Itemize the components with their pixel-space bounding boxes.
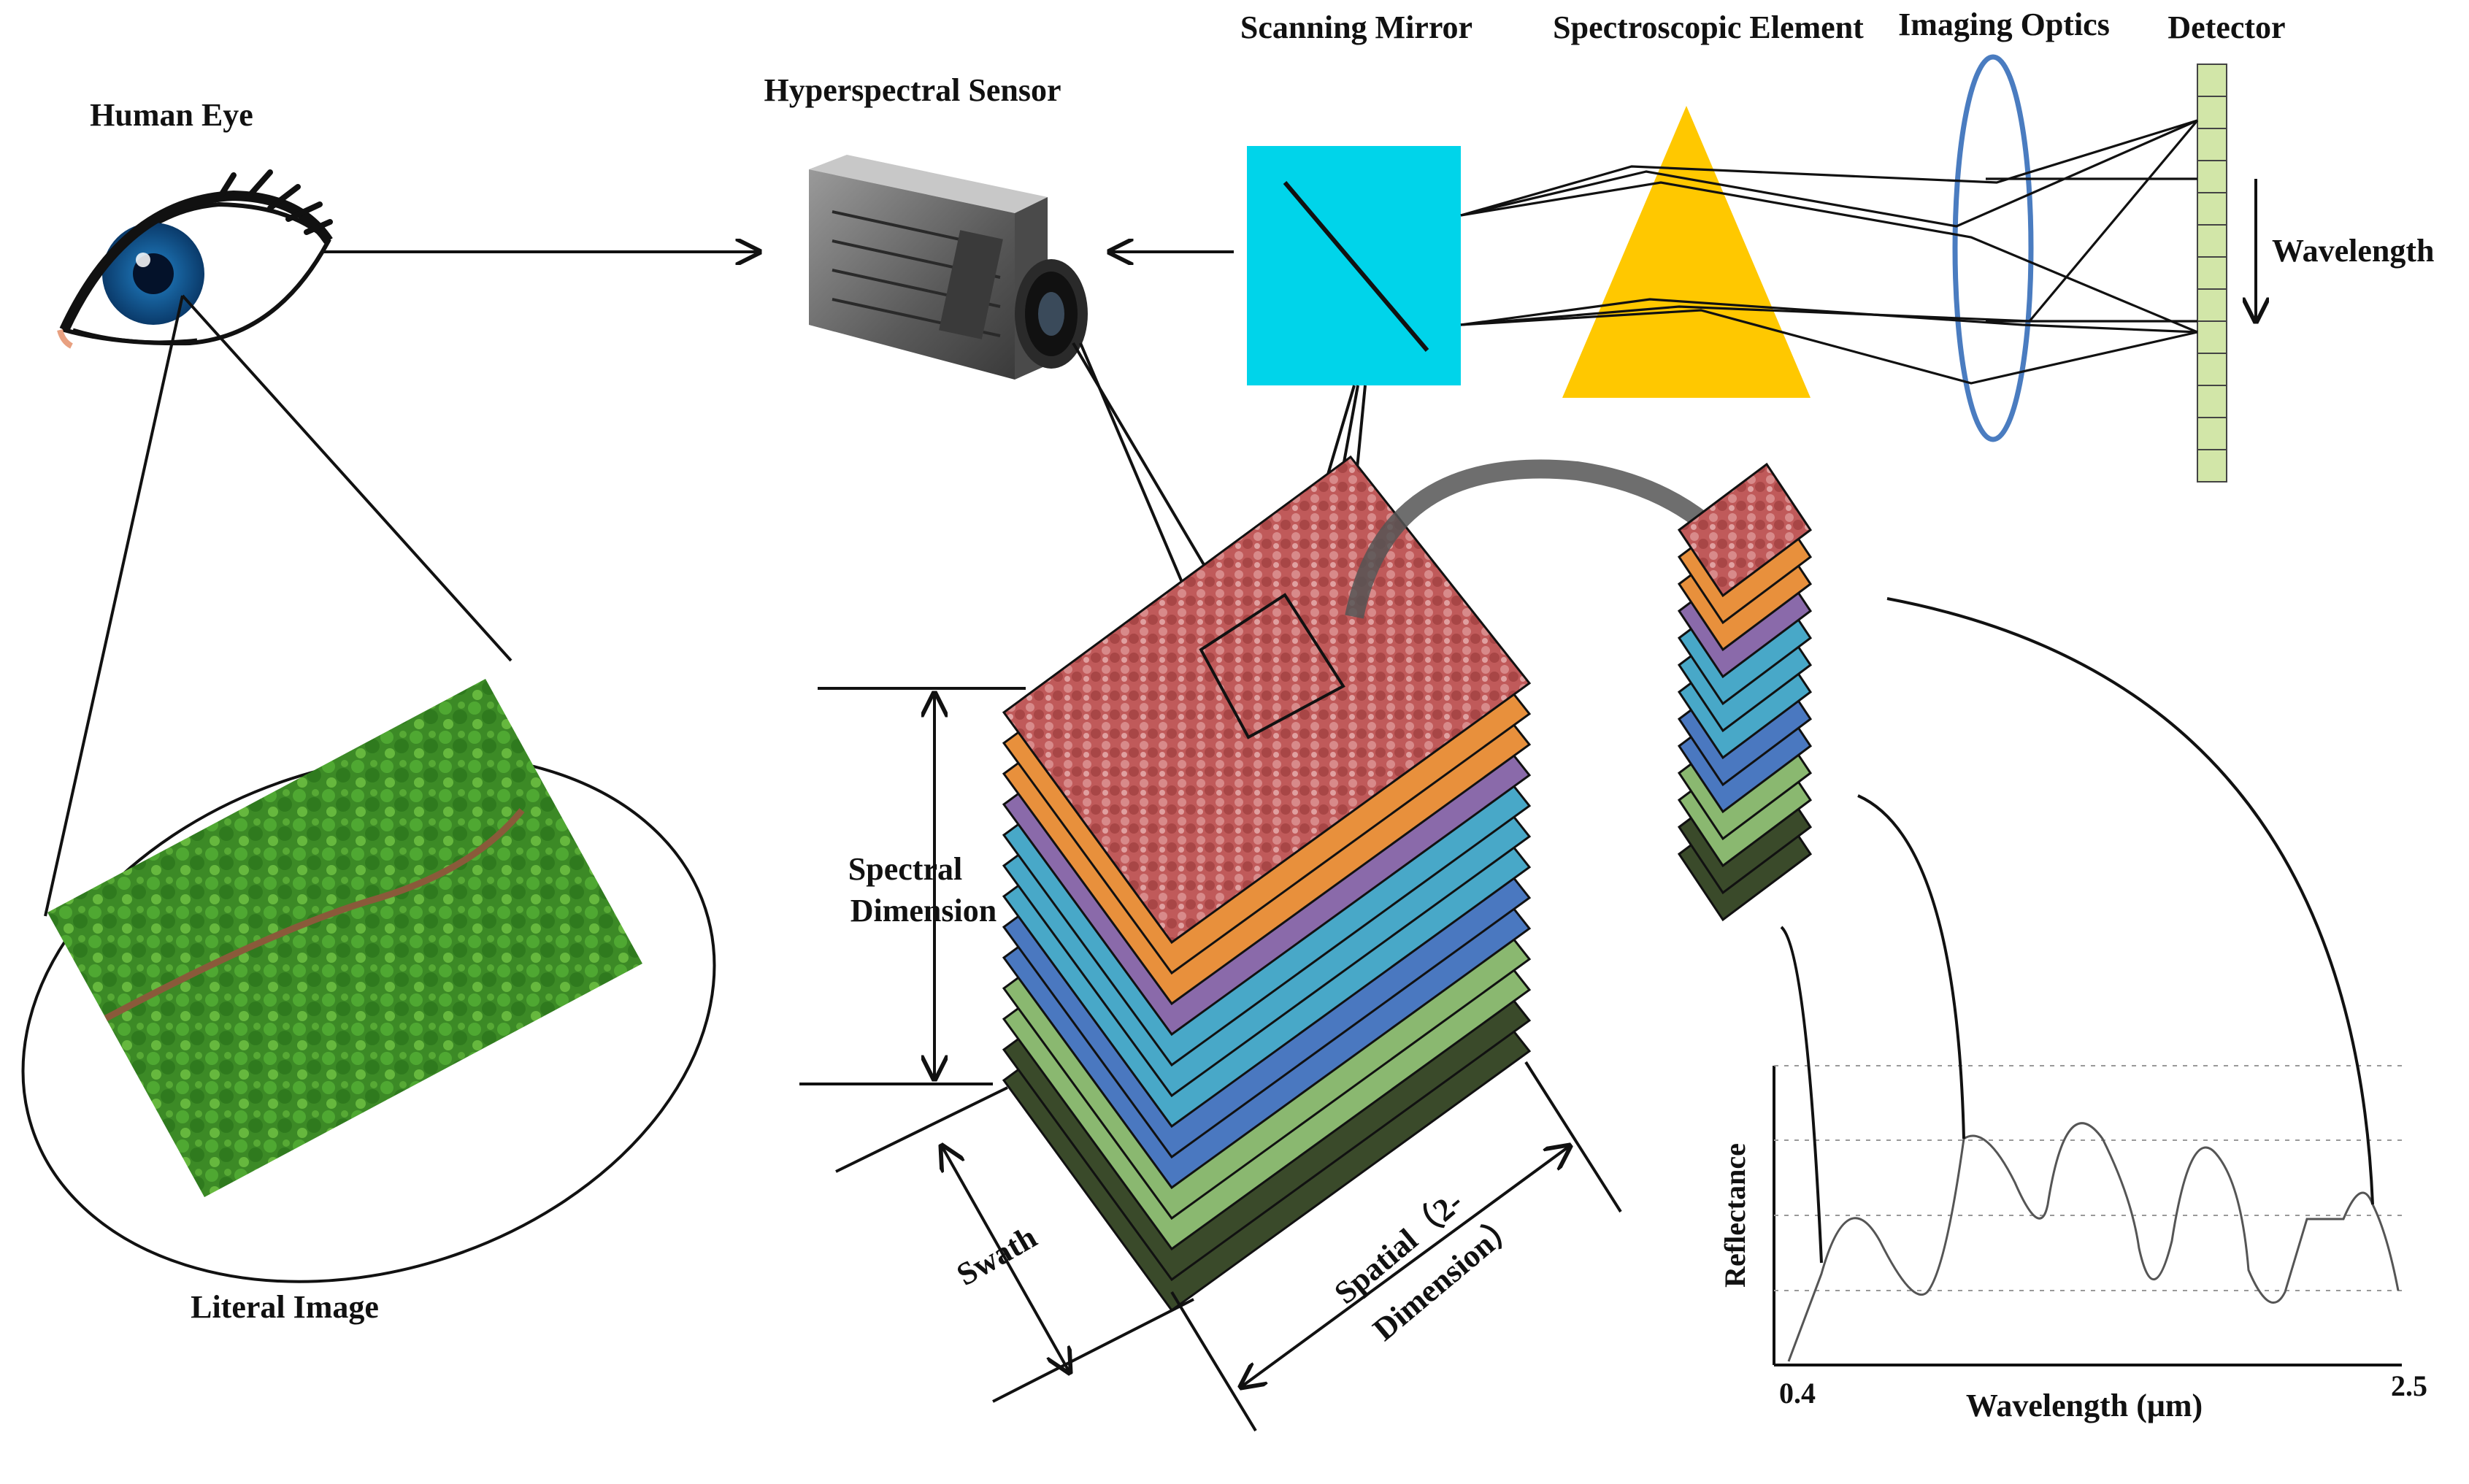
scan-region-box <box>1199 593 1345 739</box>
chart-xlabel: Wavelength (μm) <box>1966 1388 2203 1423</box>
label-scanning-mirror: Scanning Mirror <box>1240 9 1472 45</box>
pixel-spectrum-stack <box>1677 462 1813 922</box>
detector-cell <box>2197 224 2227 258</box>
chart-x-max-label: 2.5 <box>2391 1369 2427 1402</box>
chart-x-min-label: 0.4 <box>1779 1377 1816 1410</box>
detector-cell <box>2197 128 2227 161</box>
detector-cell <box>2197 353 2227 386</box>
dimension-lines <box>799 687 1622 1432</box>
cube-top-layer <box>1002 455 1532 945</box>
detector-cell <box>2197 385 2227 418</box>
transfer-arrow <box>1345 459 1745 619</box>
human-eye-icon <box>57 169 333 349</box>
detector-array <box>2197 64 2227 483</box>
label-hyperspectral-sensor: Hyperspectral Sensor <box>764 72 1061 108</box>
spectroscopic-prism <box>1562 106 1811 398</box>
spectrum-link-curves <box>1780 597 2374 1264</box>
forest-photo <box>47 679 642 1197</box>
detector-cell <box>2197 160 2227 193</box>
detector-cell <box>2197 64 2227 97</box>
imaging-optics-lens <box>1952 54 2034 442</box>
label-literal-image: Literal Image <box>191 1289 379 1325</box>
light-rays <box>1460 119 2199 385</box>
cube-top-layer <box>1677 462 1813 598</box>
detector-cell <box>2197 96 2227 129</box>
detector-cell <box>2197 320 2227 354</box>
label-detector: Detector <box>2167 9 2285 45</box>
scanning-mirror <box>1247 146 1461 385</box>
detector-cell <box>2197 192 2227 226</box>
label-spectral-dimension-1: Spectral <box>848 851 962 887</box>
reflectance-spectrum-chart <box>1773 1065 2402 1366</box>
label-human-eye: Human Eye <box>90 97 253 133</box>
label-imaging-optics: Imaging Optics <box>1898 7 2110 42</box>
detector-cell <box>2197 449 2227 483</box>
reflectance-curve <box>1787 1122 2400 1362</box>
detector-cell <box>2197 288 2227 322</box>
literal-image-view <box>21 679 716 1283</box>
label-spectroscopic-element: Spectroscopic Element <box>1553 9 1864 45</box>
chart-ylabel: Reflectance <box>1719 1143 1751 1288</box>
label-swath: Swath <box>951 1219 1042 1293</box>
label-wavelength-detector: Wavelength <box>2272 233 2434 269</box>
detector-cell <box>2197 256 2227 290</box>
hyperspectral-camera-icon <box>809 155 1088 380</box>
detector-cell <box>2197 417 2227 450</box>
label-spectral-dimension-2: Dimension <box>850 893 997 929</box>
hypercube-stack <box>1002 455 1532 1312</box>
